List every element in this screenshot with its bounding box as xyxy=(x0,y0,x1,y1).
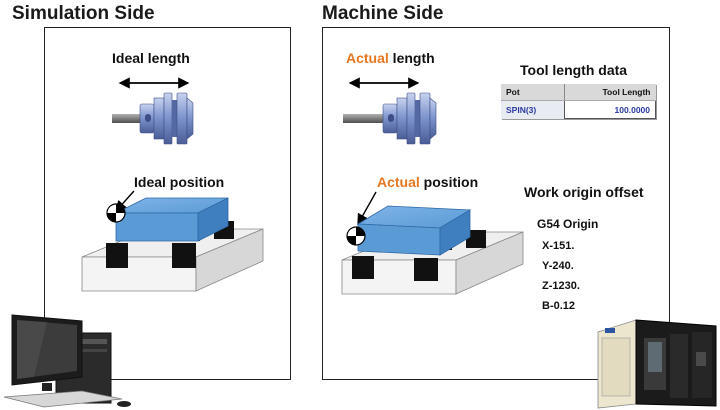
actual-length-accent: Actual xyxy=(346,50,389,66)
actual-position-accent: Actual xyxy=(377,174,420,190)
table-header-tool-length: Tool Length xyxy=(563,84,656,101)
ideal-position-label: Ideal position xyxy=(134,174,225,190)
machine-side-title: Machine Side xyxy=(322,3,444,24)
origin-z-value: Z-1230. xyxy=(542,280,580,292)
actual-length-rest: length xyxy=(388,50,435,66)
origin-x-value: X-151. xyxy=(542,240,575,252)
tool-holder-icon xyxy=(343,92,437,145)
workpiece-fixture-icon xyxy=(81,190,264,292)
length-arrow xyxy=(118,77,190,89)
origin-b-value: B-0.12 xyxy=(542,300,576,312)
origin-name: G54 Origin xyxy=(537,217,599,231)
simulation-side-title: Simulation Side xyxy=(12,3,155,24)
actual-length-label: Actual length xyxy=(346,50,435,66)
tool-length-table: Pot Tool Length SPIN(3) 100.0000 xyxy=(501,84,657,119)
actual-position-label: Actual position xyxy=(377,174,478,190)
tool-length-title: Tool length data xyxy=(520,62,628,78)
table-cell-tool-length: 100.0000 xyxy=(563,100,657,119)
length-arrow xyxy=(348,77,420,89)
cnc-machine-icon xyxy=(597,319,717,409)
table-header-pot: Pot xyxy=(501,84,565,101)
workpiece-fixture-icon xyxy=(341,191,524,295)
table-cell-pot: SPIN(3) xyxy=(501,100,565,119)
ideal-length-label: Ideal length xyxy=(112,50,190,66)
desktop-computer-icon xyxy=(3,314,131,408)
actual-position-rest: position xyxy=(419,174,479,190)
tool-holder-icon xyxy=(112,92,194,145)
work-origin-title: Work origin offset xyxy=(524,184,644,200)
origin-y-value: Y-240. xyxy=(542,260,574,272)
